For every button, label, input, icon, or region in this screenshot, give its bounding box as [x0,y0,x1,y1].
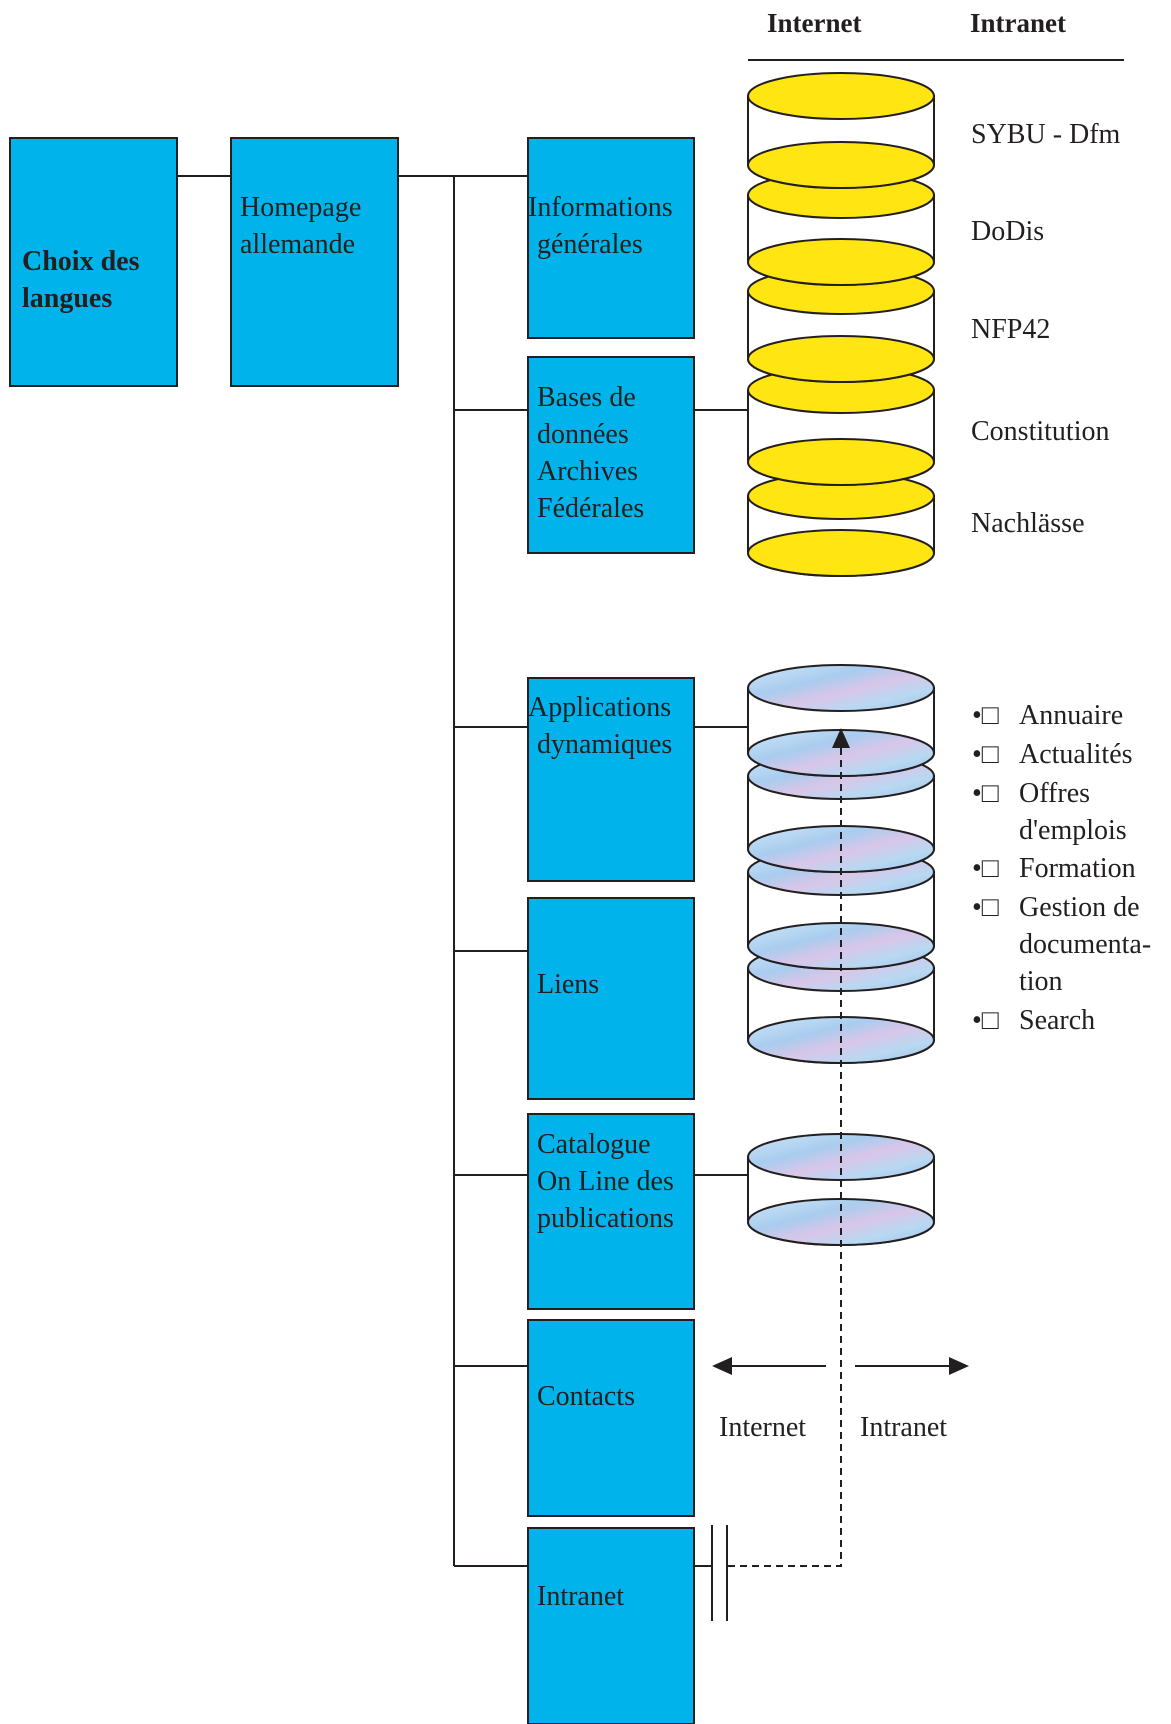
db-label-dodis: DoDis [971,216,1044,247]
database-stack [747,72,935,577]
bullet-icon: •□ [972,700,999,731]
arrow-up-icon [832,728,850,748]
node-homepage-allemande [230,137,399,387]
bullet-icon: •□ [972,778,999,809]
app-cylinder-1 [747,664,935,777]
db-label-nfp42: NFP42 [971,314,1050,345]
db-label-constitution: Constitution [971,416,1109,447]
list-item-search: Search [1019,1005,1095,1036]
node-catalogue-label: Catalogue On Line des publications [537,1129,681,1234]
node-contacts-label: Contacts [537,1381,635,1412]
arrow-left-icon [712,1357,732,1375]
node-liens-label: Liens [537,969,599,1000]
list-item-offres: Offres [1019,778,1090,809]
list-item-gestion: Gestion de [1019,892,1140,923]
list-item-formation: Formation [1019,853,1136,884]
bullet-icon: •□ [972,1005,999,1036]
list-item-tion: tion [1019,966,1063,997]
bullet-icon: •□ [972,739,999,770]
node-intranet [527,1527,695,1724]
node-homepage-label: Homepage allemande [240,192,368,260]
node-contacts [527,1319,695,1517]
arrow-right-icon [949,1357,969,1375]
applications-list: •□ Annuaire •□ Actualités •□ Offres d'em… [972,700,1151,1036]
intranet-dashed-path [728,737,842,1567]
node-choix-label: Choix des langues [22,246,146,314]
header-internet: Internet [767,8,861,38]
bullet-icon: •□ [972,892,999,923]
node-catalogue [527,1113,695,1310]
applications-cylinder-stack [747,664,935,1064]
header-intranet: Intranet [970,8,1066,38]
node-informations-generales [527,137,695,339]
list-item-annuaire: Annuaire [1019,700,1123,731]
node-bases-label: Bases de données Archives Fédérales [537,382,645,524]
node-intranet-label: Intranet [537,1581,624,1612]
node-liens [527,897,695,1100]
list-item-actualites: Actualités [1019,739,1133,770]
cylinder-nachlasse [747,472,935,577]
cylinder-dodis [747,171,935,286]
db-label-sybu: SYBU - Dfm [971,119,1121,150]
arrow-label-intranet: Intranet [860,1412,947,1443]
list-item-emplois: d'emplois [1019,815,1127,846]
node-bases-de-donnees [527,356,695,554]
cylinder-sybu [747,72,935,189]
bullet-icon: •□ [972,853,999,884]
list-item-documenta: documenta- [1019,929,1151,960]
node-choix-des-langues [9,137,178,387]
cylinder-constitution [747,366,935,486]
node-applications-label: Applications dynamiques [528,692,678,760]
node-applications-dynamiques [527,677,695,882]
arrow-label-internet: Internet [719,1412,806,1443]
node-informations-label: Informations générales [528,192,680,260]
db-label-nachlasse: Nachlässe [971,508,1085,539]
